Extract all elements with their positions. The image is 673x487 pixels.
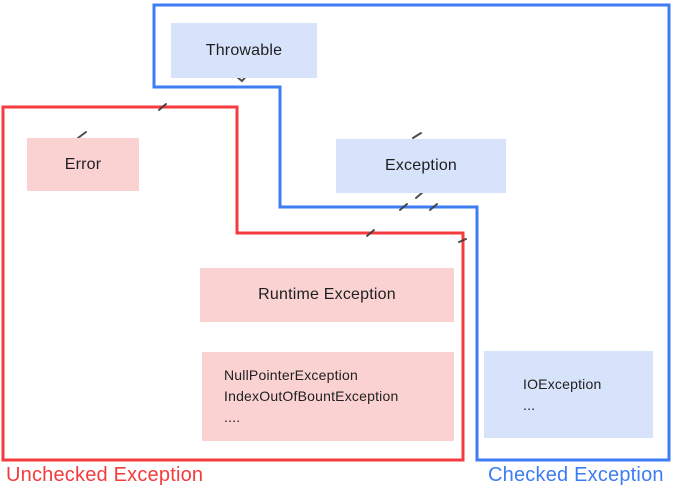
arrow-fragment-red-vertical — [458, 238, 467, 243]
throwable-label: Throwable — [205, 41, 283, 59]
unchecked-exception-caption: Unchecked Exception — [6, 464, 204, 486]
npe-line-1: NullPointerException — [224, 367, 358, 383]
runtime-exception-box: Runtime Exception — [200, 268, 454, 322]
npe-line-2: IndexOutOfBountException — [224, 388, 399, 404]
error-box: Error — [27, 138, 139, 191]
error-label: Error — [64, 155, 102, 173]
arrow-fragment-above-exception — [412, 132, 422, 139]
arrow-fragment-above-error — [77, 131, 87, 139]
exception-box: Exception — [336, 139, 506, 193]
exception-label: Exception — [384, 157, 458, 174]
ioe-line-2: ... — [523, 396, 536, 413]
arrow-fragment-red-top-line — [158, 103, 167, 111]
checked-exception-region-outline — [152, 3, 671, 462]
npe-line-3: .... — [224, 409, 241, 425]
nullpointer-exception-box: NullPointerException IndexOutOfBountExce… — [202, 352, 454, 441]
unchecked-exception-region-outline — [1, 105, 465, 462]
ioexception-box: IOException ... — [484, 351, 653, 438]
arrow-fragment-blue-line-left — [399, 203, 408, 211]
throwable-box: Throwable — [171, 23, 317, 78]
ioe-line-1: IOException — [523, 375, 602, 392]
runtime-exception-label: Runtime Exception — [258, 286, 396, 303]
arrow-fragment-red-mid-line — [366, 229, 375, 237]
checked-exception-caption: Checked Exception — [488, 464, 664, 486]
arrow-fragment-below-exception — [415, 191, 424, 199]
arrow-fragments — [77, 72, 467, 243]
arrow-fragment-blue-line-right — [429, 203, 438, 211]
